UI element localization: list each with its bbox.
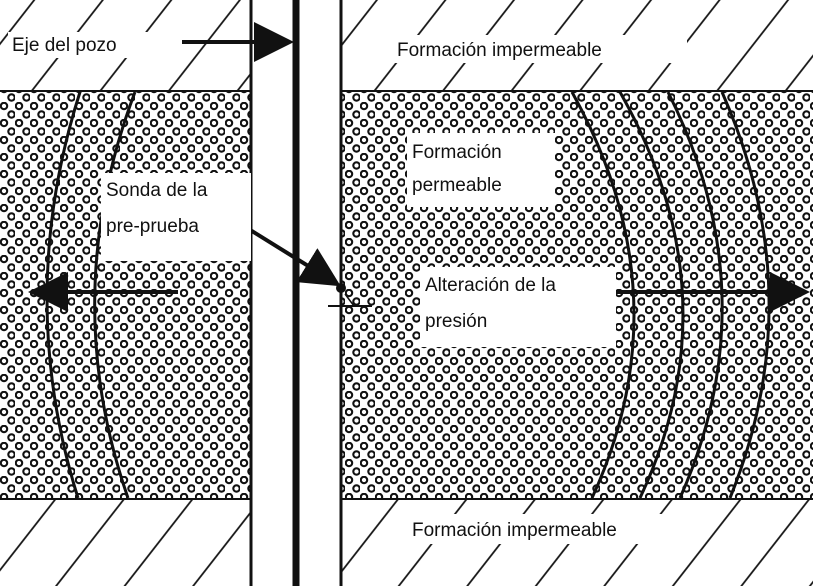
pressure-label-line1: Alteración de la [425, 275, 556, 296]
probe-label-line1: Sonda de la [106, 180, 208, 201]
permeable-label-line2: permeable [412, 175, 502, 196]
impermeable-bottom-label: Formación impermeable [412, 520, 617, 541]
probe-label-line2: pre-prueba [106, 216, 199, 237]
arrows [28, 22, 810, 312]
label-backgrounds [8, 32, 697, 544]
probe-arrow [237, 221, 341, 287]
labels: Eje del pozo Formación impermeable Forma… [12, 35, 617, 541]
pressure-label-line2: presión [425, 311, 487, 332]
permeable-zone [0, 90, 813, 500]
wellbore [249, 0, 343, 586]
impermeable-top-label: Formación impermeable [397, 40, 602, 61]
wellbore-axis-label: Eje del pozo [12, 35, 117, 56]
permeable-label-line1: Formación [412, 142, 502, 163]
pressure-front-arcs [45, 91, 771, 499]
